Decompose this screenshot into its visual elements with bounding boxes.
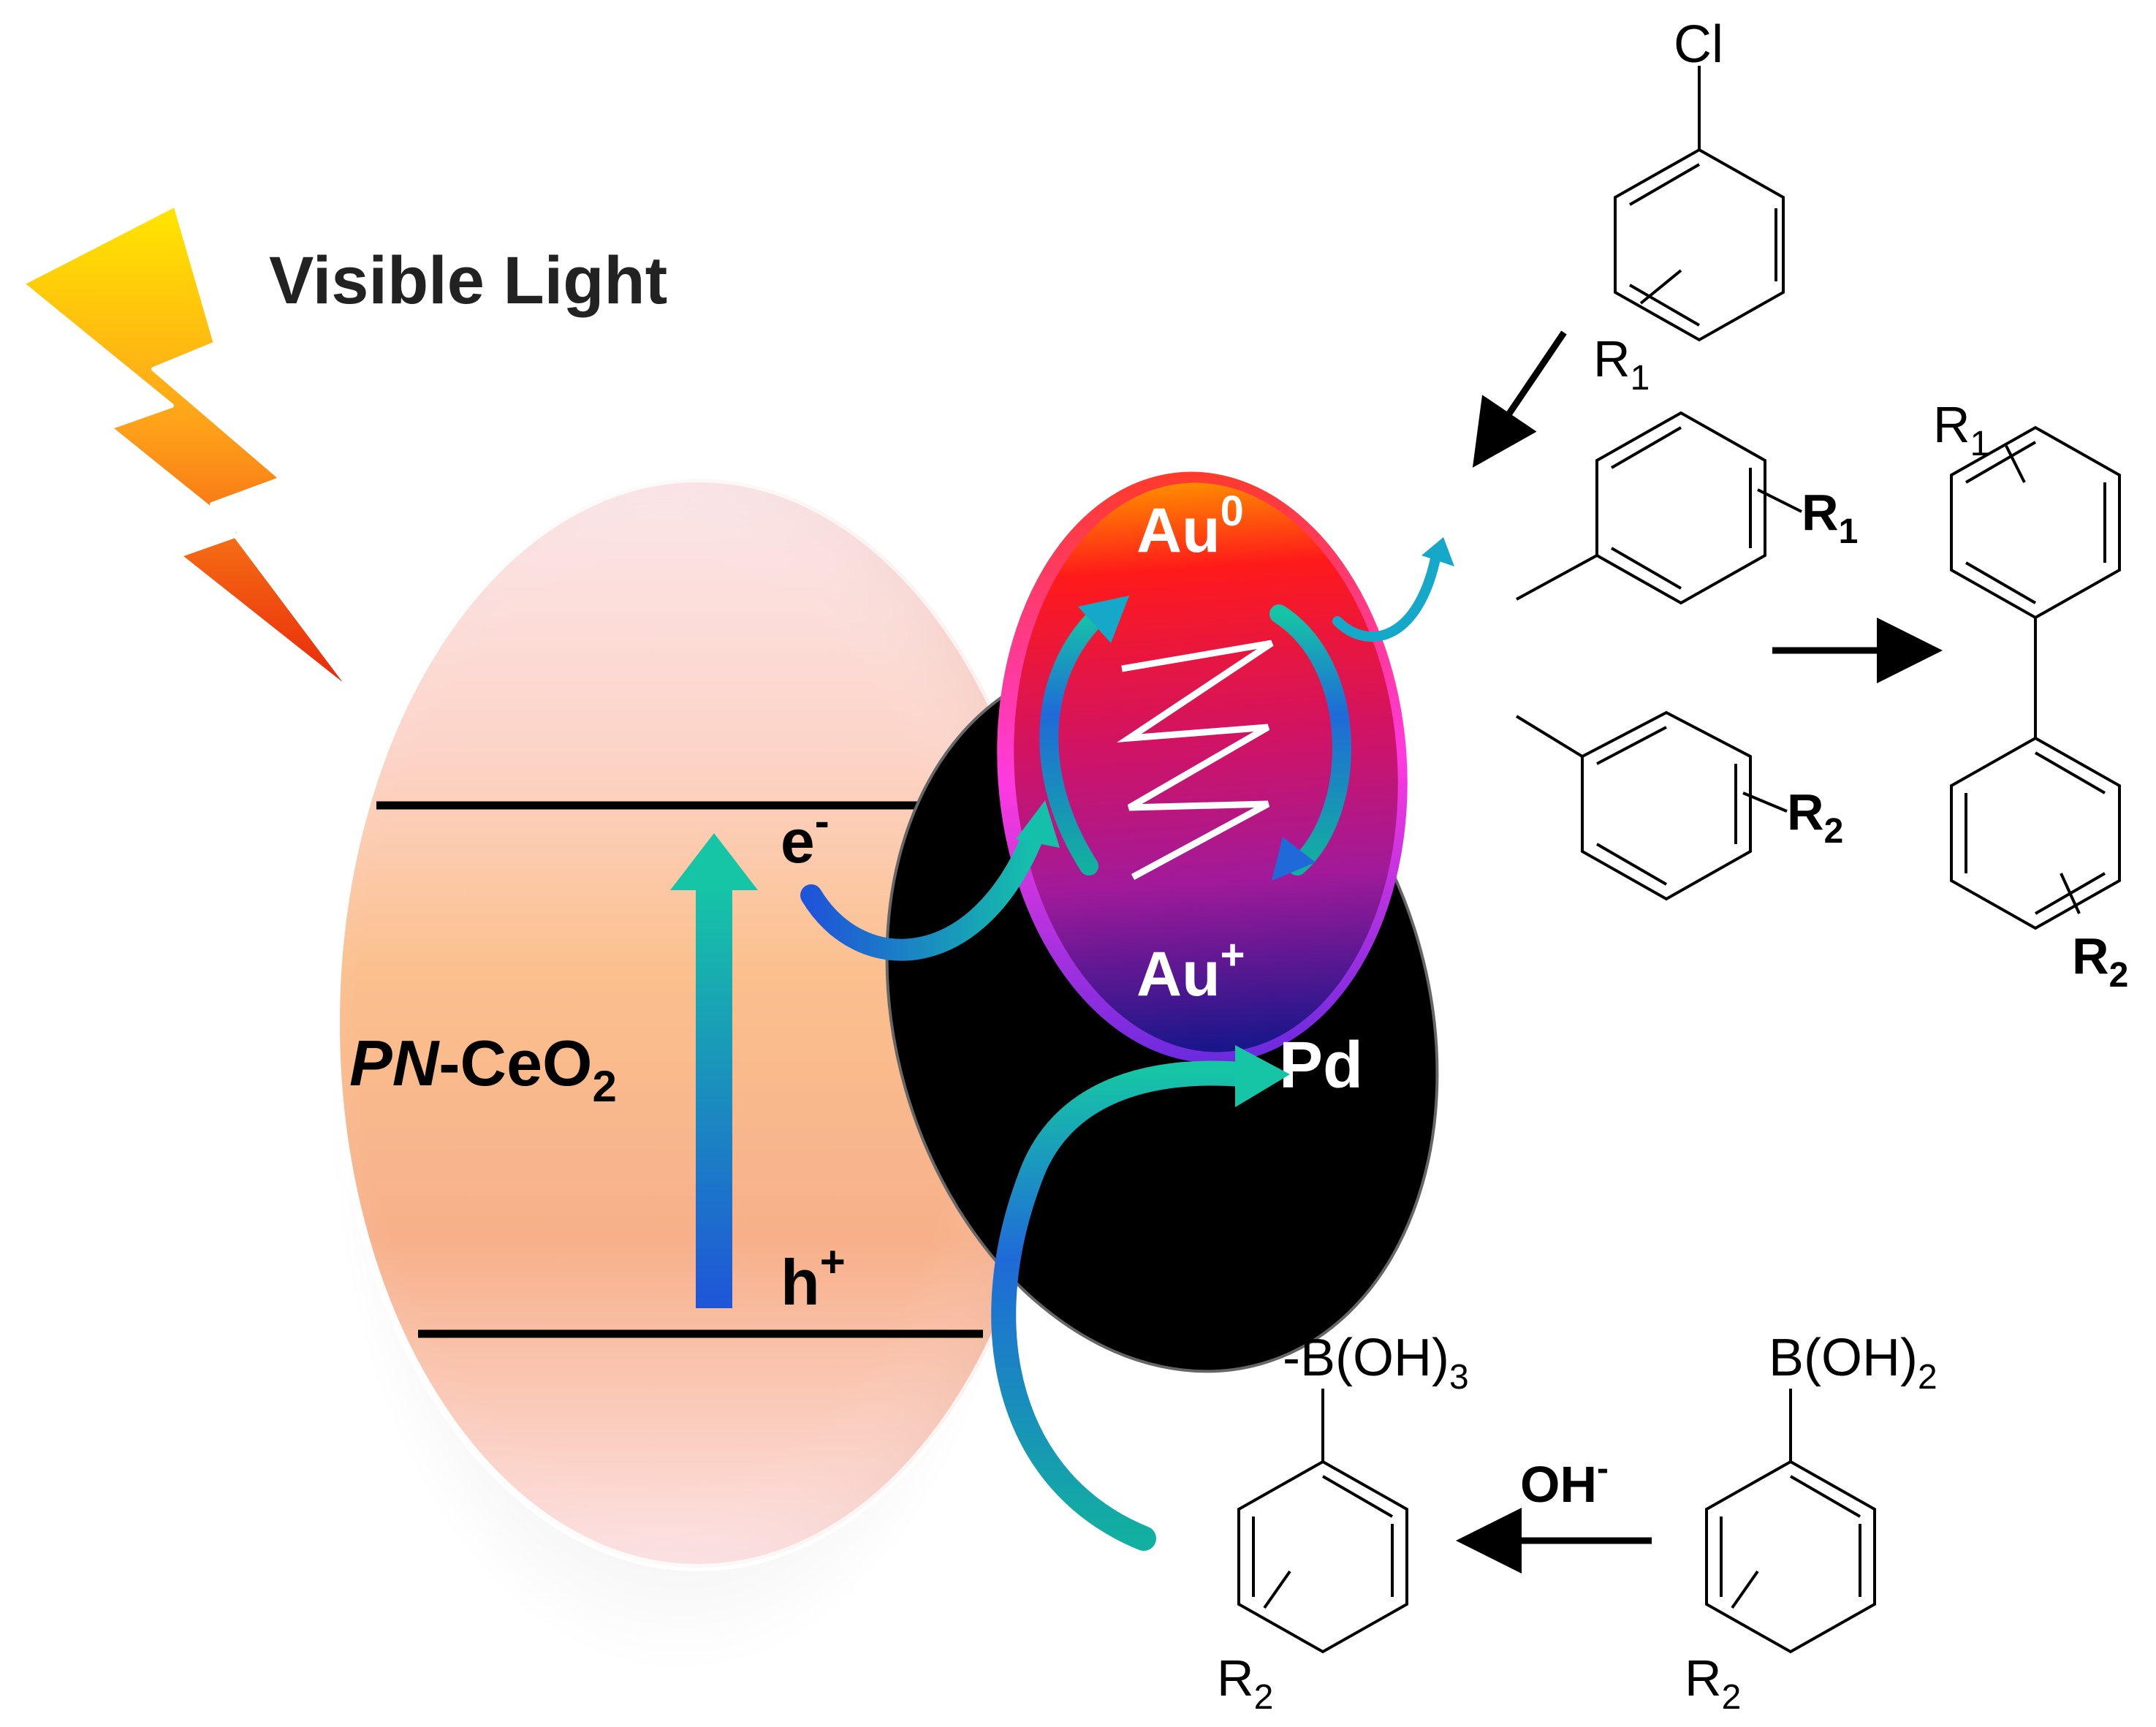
- au0-label: Au0: [1136, 487, 1244, 566]
- oxidative-addition-arrow: [1472, 330, 1567, 468]
- visible-light-label: Visible Light: [269, 243, 667, 318]
- aryl-chloride-molecule: [1614, 66, 1785, 342]
- product-r2-label: R2: [2072, 927, 2128, 995]
- aryl-borate-molecule: [1237, 1389, 1408, 1654]
- borate-to-pd-transfer-arrow: [991, 1045, 1290, 1551]
- au-electron-label: e-: [1389, 464, 1435, 539]
- chlorine-label: Cl: [1674, 15, 1723, 74]
- aryl-boronic-acid-molecule: [1705, 1389, 1876, 1654]
- cb-to-au-transfer-arrow: [800, 800, 1060, 961]
- hydroxide-label: OH-: [1520, 1449, 1609, 1513]
- adsorbed-r1-label: R1: [1802, 484, 1858, 551]
- semiconductor-label: PN-CeO2: [349, 1027, 617, 1111]
- biphenyl-product-molecule: [1950, 425, 2121, 930]
- borate-label: -B(OH)3: [1283, 1329, 1469, 1397]
- adsorbed-aryl-r1-molecule: [1516, 411, 1802, 605]
- boronic-r2-label: R2: [1685, 1650, 1741, 1717]
- chlorobenzene-r1-label: R1: [1593, 330, 1650, 398]
- au-plus-label: Au+: [1136, 931, 1245, 1009]
- lightning-bolt-icon: [20, 202, 357, 697]
- vb-hole-label: h+: [781, 1237, 846, 1318]
- adsorbed-aryl-r2-molecule: [1515, 710, 1788, 901]
- adsorbed-r2-label: R2: [1787, 783, 1843, 851]
- borate-r2-label: R2: [1217, 1650, 1273, 1717]
- product-r1-label: R1: [1933, 396, 1989, 463]
- charge-cycle-arrows: [1039, 537, 1454, 881]
- boronic-acid-label: B(OH)2: [1769, 1329, 1937, 1397]
- excitation-arrow: [670, 833, 758, 1308]
- pd-label: Pd: [1279, 1029, 1363, 1102]
- cb-electron-label: e-: [781, 797, 830, 876]
- plasmon-wave-icon: [1117, 639, 1274, 880]
